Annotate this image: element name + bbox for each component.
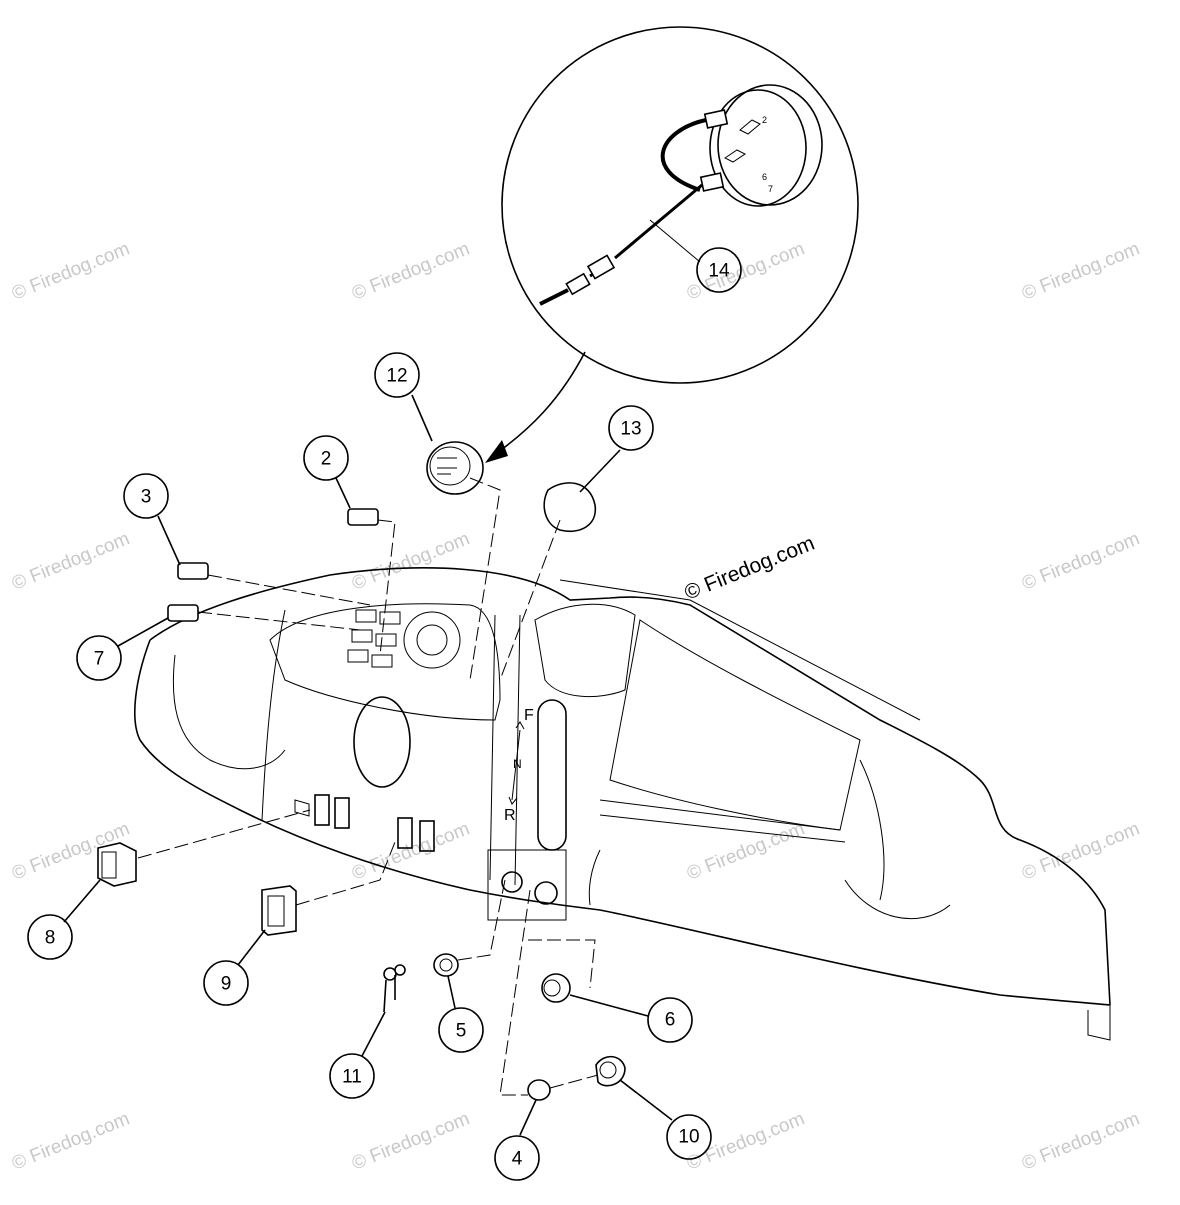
callout-12: 12 [374,352,433,442]
callout-label: 8 [45,928,56,949]
shifter-forward: F [524,707,534,724]
callout-label: 12 [386,366,407,387]
callout-7: 7 [76,617,169,681]
watermark: © Firedog.com [1019,818,1143,884]
svg-text:6: 6 [762,172,767,182]
watermark: © Firedog.com [1019,238,1143,304]
watermark: © Firedog.com [684,1108,808,1174]
watermark: © Firedog.com [349,528,473,594]
callout-label: 3 [141,487,152,508]
switch-bezel-part [261,885,297,936]
watermark: © Firedog.com [349,1108,473,1174]
callout-label: 7 [94,649,105,670]
watermark: © Firedog.com [349,238,473,304]
callout-label: 6 [665,1010,676,1031]
callout-2: 2 [303,435,351,509]
callout-11: 11 [329,1011,386,1099]
callout-3: 3 [123,473,181,566]
watermark: © Firedog.com [9,528,133,594]
watermark: © Firedog.com [684,818,808,884]
detail-view-harness: 2 6 7 [501,26,859,384]
bezel-ring-part [543,482,596,532]
brand-text: © Firedog.com [681,532,818,605]
callout-5: 5 [438,975,484,1053]
callout-8: 8 [27,879,101,960]
shifter-reverse: R [504,807,516,824]
watermark: © Firedog.com [9,238,133,304]
switch-part [177,562,209,580]
parts-layer [97,441,626,1101]
callout-6: 6 [569,994,693,1043]
switch-part [167,604,199,622]
watermark: © Firedog.com [1019,1108,1143,1174]
nut-part [433,953,459,977]
callout-label: 5 [456,1021,467,1042]
watermark-layer: © Firedog.com © Firedog.com © Firedog.co… [9,238,1143,1174]
callout-label: 9 [221,974,232,995]
outlet-part [541,973,571,1003]
watermark: © Firedog.com [1019,528,1143,594]
callouts: 12 2 3 13 7 14 8 9 5 6 11 10 4 [27,247,742,1181]
callout-label: 10 [678,1127,699,1148]
ring-part [527,1079,551,1101]
callout-14: 14 [696,247,742,293]
callout-label: 11 [342,1067,362,1088]
shifter-neutral: N [513,757,522,771]
watermark: © Firedog.com [684,238,808,304]
switch-part [347,508,379,526]
watermark: © Firedog.com [9,1108,133,1174]
callout-9: 9 [203,929,266,1006]
leader-lines [137,477,599,1096]
dashboard-body: F N R [134,567,1111,1041]
rocker-switch-part [97,842,137,887]
key-part [383,964,406,1013]
svg-text:2: 2 [762,115,767,125]
svg-text:7: 7 [768,184,773,194]
callout-label: 14 [708,261,730,282]
callout-label: 13 [620,419,641,440]
callout-10: 10 [619,1079,712,1160]
callout-label: 4 [512,1149,523,1170]
callout-4: 4 [494,1099,540,1181]
callout-13: 13 [579,405,654,493]
callout-label: 2 [321,449,332,470]
